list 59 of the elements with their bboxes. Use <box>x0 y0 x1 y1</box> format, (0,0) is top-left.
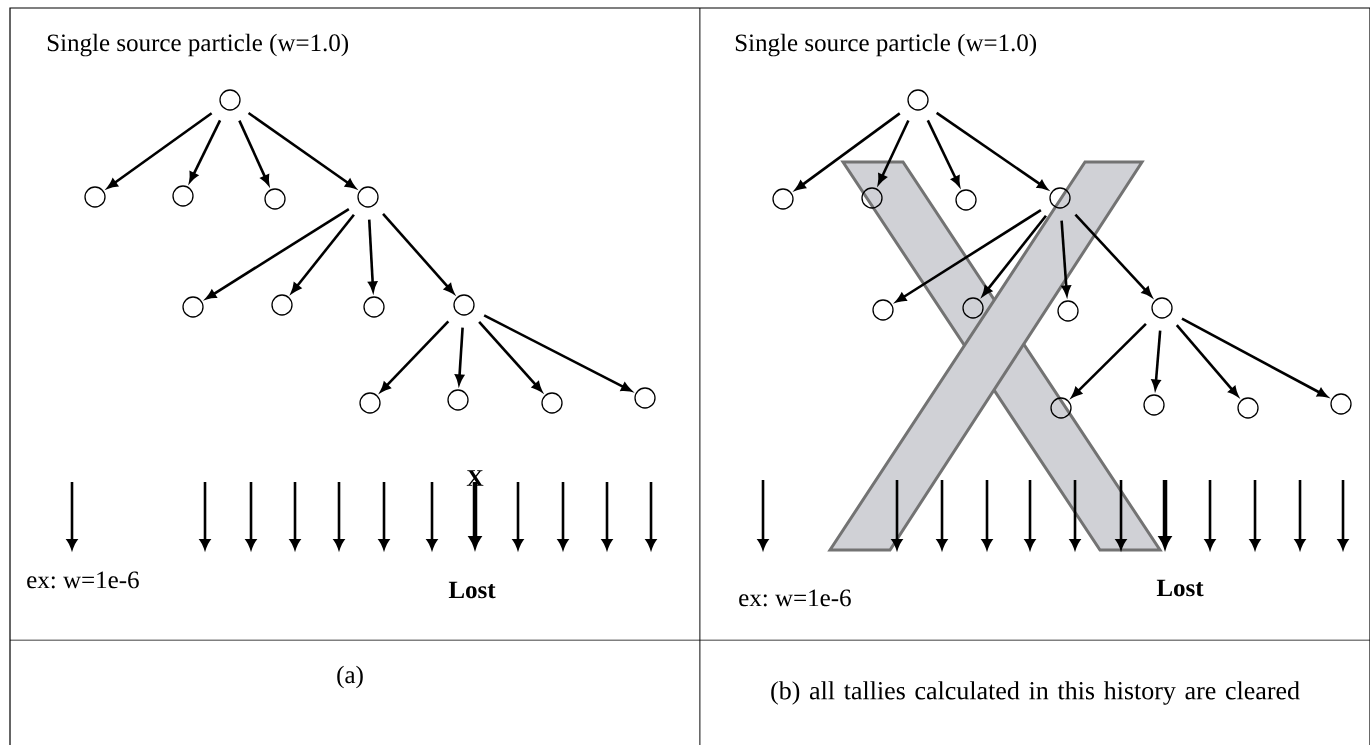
lost-label: Lost <box>1156 579 1204 597</box>
arrow <box>205 207 350 300</box>
particle-circle <box>84 186 106 208</box>
arrow <box>189 119 222 183</box>
particle-circle <box>1237 397 1259 419</box>
particle-circle <box>264 188 286 210</box>
arrow <box>367 219 378 292</box>
arrow <box>895 209 1042 303</box>
particle-circle <box>1057 300 1079 322</box>
arrow <box>1181 317 1328 398</box>
panel-title: Single source particle (w=1.0) <box>47 33 349 57</box>
particle-circle <box>182 296 204 318</box>
particle-circle <box>1151 297 1173 319</box>
arrow <box>926 119 961 187</box>
particle-circle <box>271 294 293 316</box>
lost-label: Lost <box>448 581 496 599</box>
arrow <box>247 111 356 189</box>
weight-label: ex: w=1e-6 <box>739 589 851 607</box>
particle-circle <box>447 389 469 411</box>
particle-circle <box>1143 394 1165 416</box>
arrow <box>1074 213 1152 297</box>
particle-circle <box>1049 187 1071 209</box>
weight-label: ex: w=1e-6 <box>27 571 139 589</box>
particle-circle <box>1330 393 1352 415</box>
particle-circle <box>359 392 381 414</box>
arrow <box>1175 324 1239 397</box>
particle-circle <box>1050 397 1072 419</box>
caption: (b) all tallies calculated in this history are cleared <box>771 681 1300 705</box>
particle-circle <box>634 387 656 409</box>
caption: (a) <box>337 665 363 689</box>
arrow <box>1060 220 1071 296</box>
arrow <box>935 111 1048 190</box>
particle-circle <box>962 297 984 319</box>
panel-title: Single source particle (w=1.0) <box>735 33 1037 57</box>
particle-circle <box>219 89 241 111</box>
arrow <box>380 320 450 393</box>
arrow <box>795 112 901 191</box>
arrow <box>238 120 270 186</box>
particle-circle <box>541 392 563 414</box>
particle-circle <box>172 185 194 207</box>
particle-circle <box>453 294 475 316</box>
arrow <box>291 213 355 294</box>
particle-circle <box>363 296 385 318</box>
particle-circle <box>357 186 379 208</box>
arrow <box>382 213 455 294</box>
arrow <box>1151 330 1162 390</box>
arrow <box>107 112 213 189</box>
x-mark: X <box>466 470 484 486</box>
particle-circle <box>955 189 977 211</box>
particle-circle <box>872 299 894 321</box>
arrow <box>1071 323 1147 398</box>
arrow <box>877 119 910 185</box>
arrow <box>455 327 465 385</box>
arrow <box>478 321 543 392</box>
arrow <box>483 314 632 392</box>
particle-circle <box>772 188 794 210</box>
arrow <box>982 214 1047 297</box>
particle-circle <box>861 187 883 209</box>
particle-circle <box>907 89 929 111</box>
